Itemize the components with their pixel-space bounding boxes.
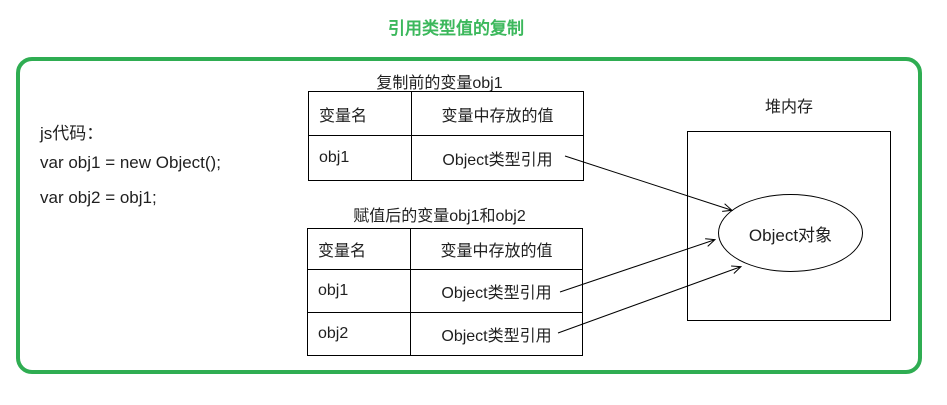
table-row: obj2 Object类型引用 (307, 312, 583, 356)
table-after-obj1-value: Object类型引用 (410, 269, 583, 313)
code-section-label: js代码： (40, 124, 104, 143)
code-line-2: var obj2 = obj1; (40, 188, 157, 207)
table-after-header-value: 变量中存放的值 (410, 228, 583, 270)
table-after-obj2-name: obj2 (307, 312, 411, 356)
table-before-caption: 复制前的变量obj1 (376, 75, 503, 92)
table-before-obj1-value: Object类型引用 (411, 135, 584, 181)
table-before: 变量名 变量中存放的值 obj1 Object类型引用 (308, 91, 584, 181)
diagram-panel-border (16, 57, 922, 374)
page-title: 引用类型值的复制 (388, 19, 524, 38)
heap-object-ellipse: Object对象 (718, 194, 863, 272)
table-before-obj1-name: obj1 (308, 135, 412, 181)
table-after-caption: 赋值后的变量obj1和obj2 (353, 208, 526, 225)
heap-memory-label: 堆内存 (764, 99, 813, 116)
table-row: 变量名 变量中存放的值 (308, 91, 584, 136)
heap-memory-box (687, 131, 891, 321)
table-before-header-value: 变量中存放的值 (411, 91, 584, 136)
table-row: 变量名 变量中存放的值 (307, 228, 583, 270)
code-line-1: var obj1 = new Object(); (40, 153, 221, 172)
table-after-obj2-value: Object类型引用 (410, 312, 583, 356)
table-before-header-name: 变量名 (308, 91, 412, 136)
table-row: obj1 Object类型引用 (308, 135, 584, 181)
table-after-header-name: 变量名 (307, 228, 411, 270)
table-after-obj1-name: obj1 (307, 269, 411, 313)
table-after: 变量名 变量中存放的值 obj1 Object类型引用 obj2 Object类… (307, 228, 583, 356)
heap-object-label: Object对象 (748, 225, 833, 245)
table-row: obj1 Object类型引用 (307, 269, 583, 313)
